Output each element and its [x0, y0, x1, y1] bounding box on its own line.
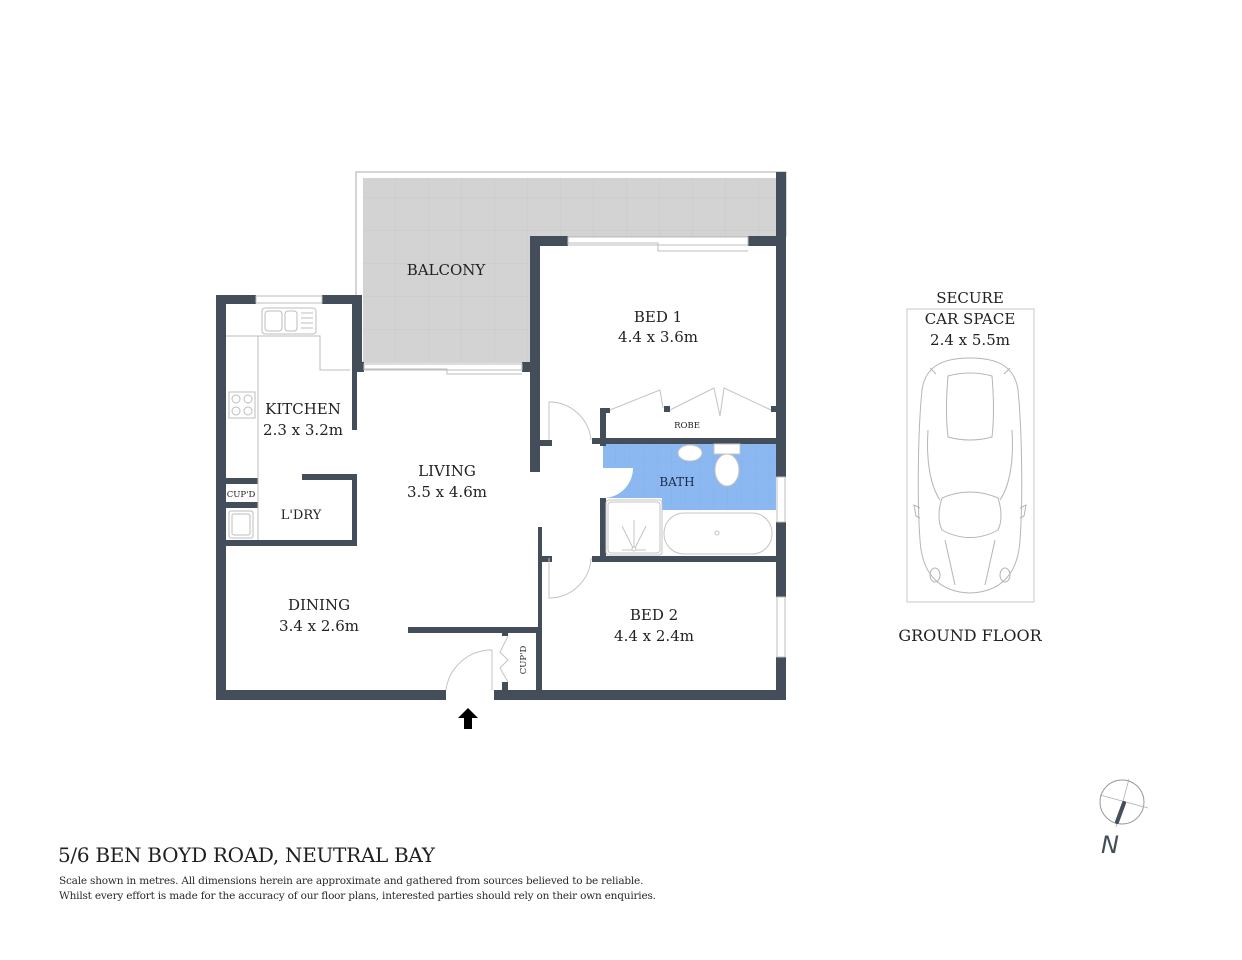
bed2-dims: 4.4 x 2.4m: [614, 627, 694, 645]
disclaimer: Scale shown in metres. All dimensions he…: [59, 874, 656, 904]
kitchen-fixtures: [226, 307, 350, 540]
property-address: 5/6 BEN BOYD ROAD, NEUTRAL BAY: [58, 843, 435, 867]
living-label: LIVING: [418, 462, 476, 480]
living-dims: 3.5 x 4.6m: [407, 483, 487, 501]
car-icon: [913, 357, 1027, 594]
compass-north-label: N: [1101, 831, 1119, 859]
laundry-cupboard-label: CUP'D: [227, 490, 256, 500]
bed1-dims: 4.4 x 3.6m: [618, 328, 698, 346]
robe-label: ROBE: [674, 421, 700, 431]
window-sashes: [364, 242, 748, 375]
bed2-label: BED 2: [630, 606, 678, 624]
disclaimer-line-2: Whilst every effort is made for the accu…: [59, 890, 656, 902]
laundry-label: L'DRY: [281, 508, 322, 523]
kitchen-label: KITCHEN: [265, 400, 341, 418]
dining-dims: 3.4 x 2.6m: [279, 617, 359, 635]
level-label: GROUND FLOOR: [898, 626, 1042, 645]
car-space-dims: 2.4 x 5.5m: [930, 331, 1010, 349]
walls: [216, 172, 786, 700]
disclaimer-line-1: Scale shown in metres. All dimensions he…: [59, 875, 644, 887]
bath-label: BATH: [659, 475, 694, 489]
dining-label: DINING: [288, 596, 350, 614]
entry-cupboard-label: CUP'D: [519, 646, 529, 675]
car-space-line2: CAR SPACE: [925, 310, 1016, 328]
bed1-label: BED 1: [634, 308, 682, 326]
balcony-label: BALCONY: [407, 261, 487, 279]
compass-icon: N: [1099, 778, 1149, 859]
room-labels: BALCONY BED 1 4.4 x 3.6m ROBE KITCHEN 2.…: [227, 261, 700, 674]
kitchen-dims: 2.3 x 3.2m: [263, 421, 343, 439]
car-space: SECURE CAR SPACE 2.4 x 5.5m GROUND FLOOR: [898, 289, 1042, 645]
bath-fixtures: [605, 443, 773, 556]
doors: [445, 387, 772, 691]
car-space-line1: SECURE: [936, 289, 1004, 307]
entry-arrow-icon: [458, 708, 478, 729]
